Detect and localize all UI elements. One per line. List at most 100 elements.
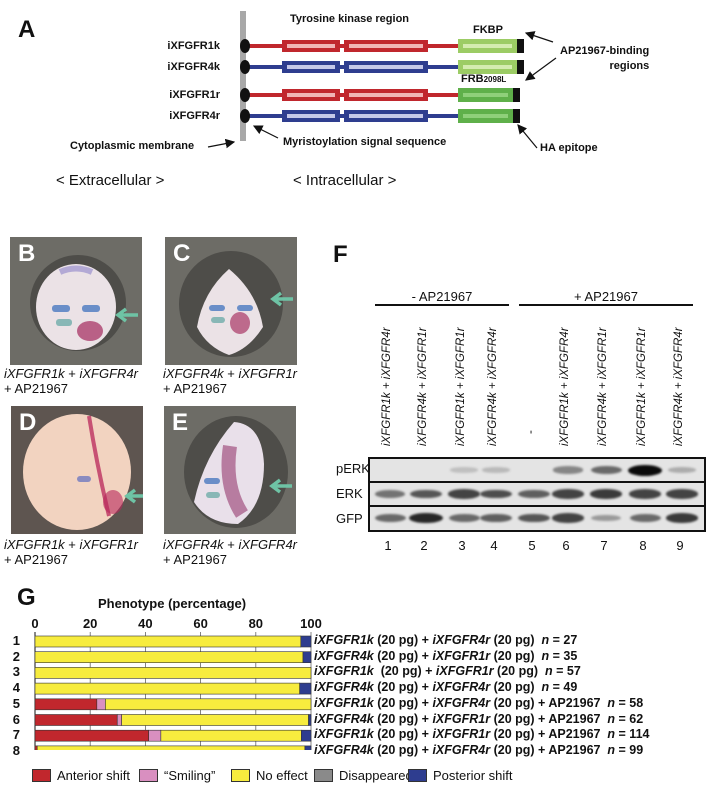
tyrosine-kinase-label: Tyrosine kinase region	[290, 13, 410, 25]
membrane-arrow	[207, 138, 236, 149]
bar-segment-anterior-shift	[34, 714, 118, 726]
row-label: iXFGFR4k (20 pg) + iXFGFR1r (20 pg) n = …	[314, 648, 578, 663]
blot-band	[409, 512, 443, 524]
panel-g-letter: G	[17, 584, 36, 611]
row-number: 3	[12, 664, 20, 680]
bar-segment-posterior-shift	[308, 714, 312, 726]
embryo-photo-d: D	[11, 406, 143, 534]
embryo-photo-c: C	[165, 237, 297, 365]
kinase-domain-2-inner	[349, 44, 423, 48]
blot-band	[590, 466, 622, 474]
blot-erk	[368, 481, 706, 507]
ha-epitope-label: HA epitope	[540, 142, 598, 154]
group-minus-label: - AP21967	[411, 289, 473, 304]
chart-title: Phenotype (percentage)	[98, 596, 247, 611]
legend-label: Posterior shift	[433, 768, 513, 783]
membrane-label: Cytoplasmic membrane	[70, 140, 195, 152]
construct-label-3: iXFGFR1r	[169, 89, 220, 101]
row-label: iXFGFR4k (20 pg) + iXFGFR4r (20 pg) + AP…	[314, 742, 644, 757]
caption-b: iXFGFR1k + iXFGFR4r+ AP21967	[4, 366, 138, 396]
legend-swatch	[139, 769, 158, 782]
construct-label-4: iXFGFR4r	[169, 110, 220, 122]
bar-segment-no-effect	[34, 667, 312, 679]
x-tick-label: 0	[31, 616, 38, 631]
legend-swatch	[314, 769, 333, 782]
blot-band	[374, 490, 406, 498]
bar-segment-posterior-shift	[304, 745, 312, 750]
legend-swatch	[231, 769, 250, 782]
blot-band	[449, 467, 479, 473]
bar-segment-no-effect	[121, 714, 309, 726]
blot-band	[447, 489, 481, 499]
blot-label-perk: pERK	[336, 461, 370, 476]
fkbp-label: FKBP	[473, 24, 503, 36]
blot-band	[551, 489, 585, 499]
blot-label-gfp: GFP	[336, 511, 363, 526]
intracellular-label: < Intracellular >	[293, 172, 397, 189]
myristoylation-site	[240, 109, 250, 123]
panel-a-letter: A	[18, 16, 36, 43]
frb-label-main: FRB	[461, 73, 484, 85]
group-minus-line	[375, 304, 509, 306]
lane-number: 9	[676, 538, 684, 553]
blot-gfp	[368, 505, 706, 532]
bar-segment--smiling-	[148, 729, 162, 742]
bar-segment-anterior-shift	[34, 745, 38, 750]
legend-label: No effect	[256, 768, 308, 783]
tag-domain-inner	[463, 114, 508, 118]
blot-band	[629, 514, 661, 522]
legend-swatch	[408, 769, 427, 782]
bar-segment-posterior-shift	[302, 651, 312, 664]
kinase-domain-2-inner	[349, 65, 423, 69]
photo-letter-c: C	[173, 240, 191, 267]
legend-item: “Smiling”	[139, 768, 215, 783]
ha-epitope-block	[517, 60, 524, 74]
lane-label: -	[525, 430, 537, 434]
lane-label: iXFGFR1k + iXFGFR4r	[559, 327, 571, 446]
kinase-domain-2-inner	[349, 114, 423, 118]
blot-band	[518, 513, 550, 523]
kinase-domain-1-inner	[287, 93, 335, 97]
ha-arrow	[517, 124, 538, 149]
blot-band	[552, 466, 584, 474]
row-number: 1	[12, 633, 20, 648]
legend-item: Posterior shift	[408, 768, 512, 783]
ha-epitope-block	[513, 109, 520, 123]
row-number: 5	[12, 695, 20, 711]
membrane-bar	[240, 11, 246, 141]
myristoylation-label: Myristoylation signal sequence	[283, 136, 447, 148]
group-plus-label: + AP21967	[574, 289, 638, 304]
row-label: iXFGFR1k (20 pg) + iXFGFR1r (20 pg) n = …	[314, 664, 581, 679]
blot-label-erk: ERK	[336, 486, 363, 501]
tag-domain-inner	[463, 65, 512, 69]
row-label: iXFGFR1k (20 pg) + iXFGFR4r (20 pg) + AP…	[314, 695, 644, 710]
frb-arrow	[525, 57, 557, 81]
kinase-domain-2-inner	[349, 93, 423, 97]
kinase-domain-1-inner	[287, 114, 335, 118]
bar-segment-posterior-shift	[299, 682, 312, 695]
caption-e: iXFGFR4k + iXFGFR4r+ AP21967	[163, 537, 297, 567]
row-number: 2	[12, 648, 20, 664]
bar-segment-no-effect	[160, 729, 302, 742]
photo-letter-d: D	[19, 409, 37, 436]
bar-segment--smiling-	[116, 714, 122, 726]
bar-segment-posterior-shift	[301, 729, 312, 742]
lane-label: iXFGFR4k + iXFGFR4r	[673, 327, 685, 446]
lane-number: 7	[600, 538, 608, 553]
legend-item: No effect	[231, 768, 308, 783]
x-tick-label: 100	[300, 616, 322, 631]
receptor-construct-diagram	[207, 11, 557, 149]
blot-band	[518, 489, 550, 499]
blot-band	[665, 489, 699, 499]
lane-label: iXFGFR4k + iXFGFR4r	[487, 327, 499, 446]
lane-number: 5	[528, 538, 536, 553]
group-plus-line	[519, 304, 693, 306]
legend-label: Disappeared	[339, 768, 413, 783]
blot-band	[410, 489, 442, 499]
row-label: iXFGFR1k (20 pg) + iXFGFR4r (20 pg) n = …	[314, 633, 578, 647]
row-number: 7	[12, 727, 20, 743]
tag-domain-inner	[463, 93, 508, 97]
caption-c: iXFGFR4k + iXFGFR1r+ AP21967	[163, 366, 297, 396]
myristoylation-arrow	[252, 125, 279, 139]
